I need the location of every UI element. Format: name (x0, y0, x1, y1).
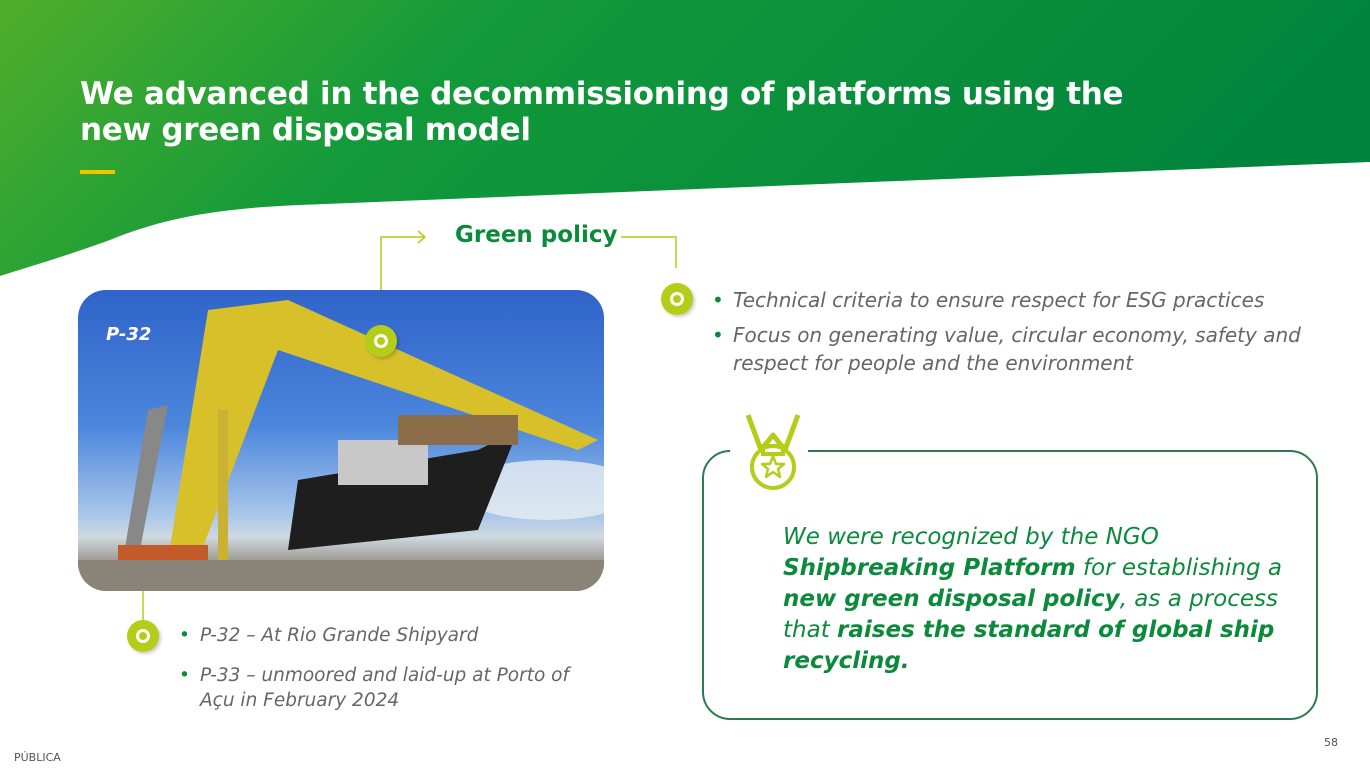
recognition-text: We were recognized by the NGO Shipbreaki… (783, 522, 1303, 677)
text: , as a process that (783, 586, 1278, 643)
recognition-highlight: raises the standard of global ship recyc… (783, 617, 1275, 674)
page-number: 58 (1324, 736, 1338, 749)
title-underline (80, 170, 115, 174)
marker-policy-icon (661, 283, 693, 315)
shipyard-illustration (78, 300, 604, 591)
green-policy-heading: Green policy (455, 222, 618, 248)
policy-bullet: Technical criteria to ensure respect for… (712, 286, 1302, 314)
recognition-box (702, 450, 1318, 720)
classification-label: PÚBLICA (14, 751, 61, 764)
platform-bullets: P-32 – At Rio Grande Shipyard P-33 – unm… (179, 623, 609, 720)
photo-label: P-32 (106, 324, 152, 345)
header-background (0, 0, 1370, 276)
text: We were recognized by the NGO (783, 524, 1159, 550)
platform-photo: P-32 (78, 290, 604, 591)
text: for establishing a (1075, 555, 1283, 581)
page-title: We advanced in the decommissioning of pl… (80, 76, 1124, 148)
marker-platforms-icon (127, 620, 159, 652)
marker-photo-icon (365, 325, 397, 357)
platform-bullet: P-33 – unmoored and laid-up at Porto of … (179, 663, 609, 713)
medal-icon (745, 414, 801, 490)
policy-bullets: Technical criteria to ensure respect for… (712, 286, 1302, 384)
policy-bullet: Focus on generating value, circular econ… (712, 321, 1302, 377)
ngo-name: Shipbreaking Platform (783, 555, 1076, 581)
policy-name: new green disposal policy (783, 586, 1120, 612)
platform-bullet: P-32 – At Rio Grande Shipyard (179, 623, 609, 648)
